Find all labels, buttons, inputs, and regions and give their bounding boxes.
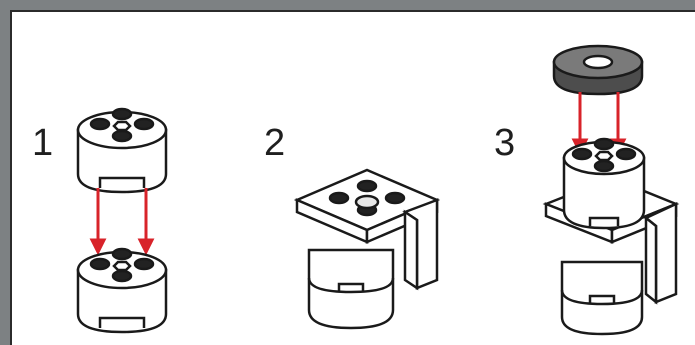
step-number-2: 2	[264, 124, 285, 162]
step-3-illustration	[542, 32, 682, 345]
round-brick-upper	[78, 109, 166, 192]
round-tile	[554, 46, 642, 94]
step-number-3: 3	[494, 124, 515, 162]
down-arrows	[92, 188, 152, 252]
round-brick-lower	[78, 249, 166, 332]
step-2-illustration	[287, 160, 447, 330]
instruction-panel: 1	[10, 10, 695, 345]
step-number-1: 1	[32, 124, 53, 162]
step-1-illustration	[70, 92, 190, 332]
